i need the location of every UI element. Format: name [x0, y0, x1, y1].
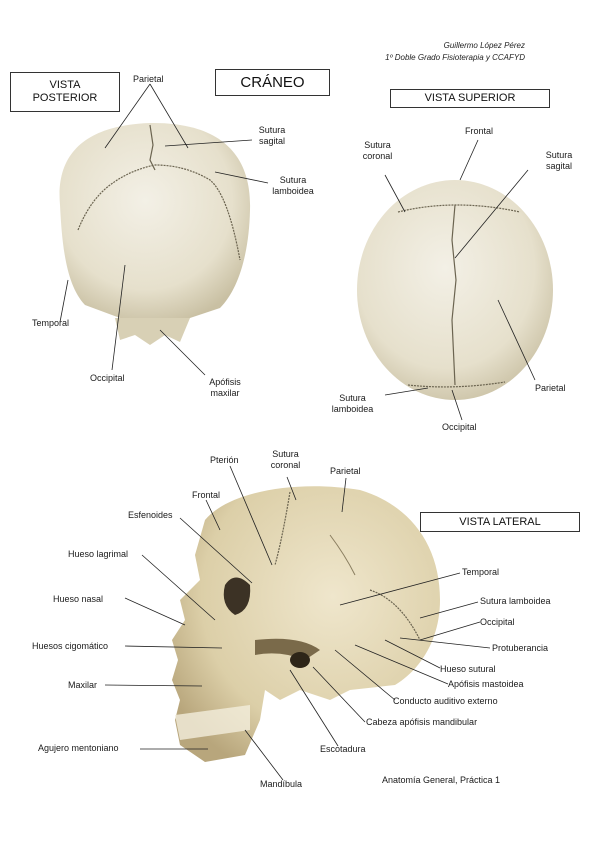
page-title: CRÁNEO [215, 69, 330, 96]
label-agujero-mentoniano: Agujero mentoniano [38, 743, 119, 753]
label-pterion: Pterión [210, 455, 239, 465]
label-apofisis-mastoidea: Apófisis mastoidea [448, 679, 524, 689]
posterior-skull [59, 122, 251, 345]
label-sutura-sagital-superior: Sutura sagital [545, 150, 573, 171]
label-sutura-coronal-superior: Sutura coronal [362, 140, 393, 161]
label-hueso-sutural: Hueso sutural [440, 664, 496, 674]
label-sutura-lamboidea-posterior: Sutura lamboidea [272, 175, 314, 196]
leader-lines [59, 83, 536, 781]
label-sutura-lamboidea-superior: Sutura lamboidea [331, 393, 374, 414]
label-temporal-posterior: Temporal [32, 318, 70, 328]
view-superior-title: VISTA SUPERIOR [390, 89, 550, 108]
label-occipital-lateral: Occipital [480, 617, 515, 627]
label-parietal-superior: Parietal [535, 383, 566, 393]
label-occipital-superior: Occipital [442, 422, 477, 432]
label-sutura-sagital-posterior: Sutura sagital [258, 125, 286, 146]
label-maxilar: Maxilar [68, 680, 98, 690]
label-frontal-superior: Frontal [465, 126, 494, 136]
label-sutura-coronal-lateral: Sutura coronal [270, 449, 301, 470]
label-protuberancia: Protuberancia [492, 643, 549, 653]
label-cabeza-apofisis: Cabeza apófisis mandibular [366, 717, 478, 727]
label-frontal-lateral: Frontal [192, 490, 221, 500]
label-sutura-lamboidea-lateral: Sutura lamboidea [480, 596, 551, 606]
view-lateral-title: VISTA LATERAL [420, 512, 580, 532]
label-hueso-nasal: Hueso nasal [53, 594, 104, 604]
label-parietal-posterior: Parietal [133, 74, 164, 84]
label-parietal-lateral: Parietal [330, 466, 361, 476]
superior-skull [357, 180, 553, 400]
label-conducto-auditivo: Conducto auditivo externo [393, 696, 498, 706]
label-hueso-lagrimal: Hueso lagrimal [68, 549, 129, 559]
lateral-skull [172, 486, 440, 762]
label-escotadura: Escotadura [320, 744, 366, 754]
author-name: Guillermo López Pérez [443, 41, 525, 50]
view-posterior-title: VISTA POSTERIOR [10, 72, 120, 112]
label-occipital-posterior: Occipital [90, 373, 125, 383]
label-temporal-lateral: Temporal [462, 567, 500, 577]
label-mandibula: Mandíbula [260, 779, 303, 789]
label-hueso-cigomatico: Huesos cigomático [32, 641, 109, 651]
footer-practice: Anatomía General, Práctica 1 [382, 775, 501, 785]
label-apofisis-posterior: Apófisis maxilar [209, 377, 241, 398]
course-name: 1º Doble Grado Fisioterapia y CCAFYD [385, 53, 525, 62]
label-esfenoides: Esfenoides [128, 510, 173, 520]
